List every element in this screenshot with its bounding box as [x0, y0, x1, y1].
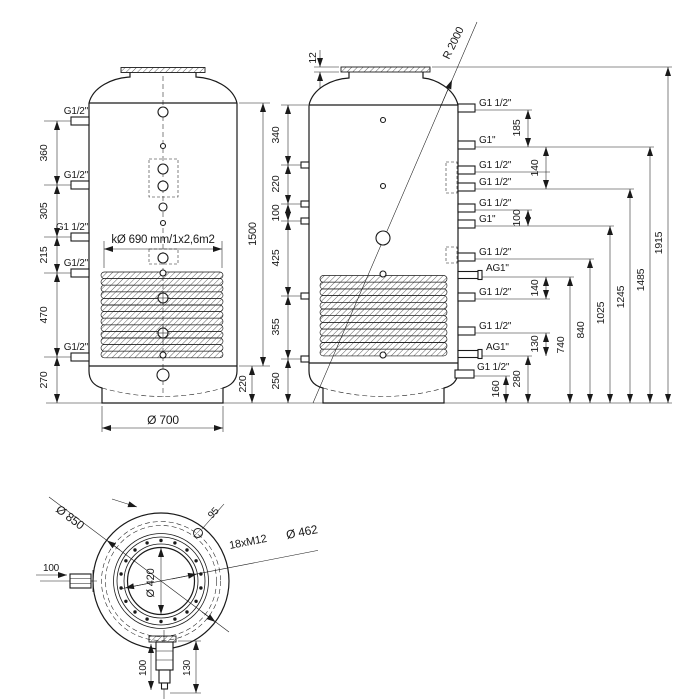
body-circle-dashed — [101, 521, 221, 641]
raised-face-circle — [113, 533, 209, 629]
rear-dished-bottom-dashed — [322, 387, 445, 397]
front-dim-470: 470 — [38, 306, 50, 323]
front-dome-right — [195, 72, 238, 104]
front-port-label-5: G1/2" — [64, 342, 89, 353]
radius-arrow — [439, 79, 453, 109]
rear-dim-840: 840 — [575, 321, 587, 338]
rear-dim-1025: 1025 — [595, 301, 607, 324]
rear-top-flange — [340, 66, 431, 73]
front-dim-1500: 1500 — [247, 222, 259, 246]
rear-port-label-5: G1 1/2" — [479, 198, 512, 209]
bottom-dim-95: 95 — [206, 505, 222, 521]
rear-dim-280: 280 — [511, 370, 523, 387]
rear-left-pockets — [300, 161, 310, 363]
front-left-dim-chain — [44, 120, 71, 403]
front-port-label-3: G1 1/2" — [56, 222, 89, 233]
front-left-nozzles — [70, 116, 90, 362]
rear-bottom-head — [308, 370, 459, 404]
rear-port-label-8: AG1" — [486, 263, 509, 274]
rear-port-label-7: G1 1/2" — [479, 247, 512, 258]
flange-diameter-line — [48, 496, 230, 633]
front-sensor-bracket-lower — [148, 248, 179, 265]
front-top-flange — [120, 67, 206, 73]
rear-sensor-bracket-lower — [445, 246, 458, 264]
rear-height-dims — [567, 67, 671, 403]
front-sensor-bracket-upper — [148, 158, 179, 198]
bottom-side-port — [69, 570, 94, 592]
bottom-dim-100-drain: 100 — [138, 659, 149, 676]
rear-dim-355: 355 — [270, 318, 282, 335]
front-dim-220: 220 — [237, 375, 249, 392]
rear-dim-130: 130 — [529, 335, 541, 352]
rear-view: R 2000 12 — [270, 21, 672, 404]
rear-port-label-4: G1 1/2" — [479, 177, 512, 188]
front-port-label-4: G1/2" — [64, 258, 89, 269]
rear-pitch-dims — [503, 110, 549, 403]
rear-dim-1245: 1245 — [615, 285, 627, 308]
front-center-ports — [156, 106, 170, 382]
bottom-dim-100-side: 100 — [43, 563, 60, 574]
front-coil — [100, 271, 224, 359]
rear-dim-100b: 100 — [511, 209, 523, 226]
rear-dim-160: 160 — [490, 380, 502, 397]
rear-dome-right — [422, 72, 459, 106]
rear-dim-12: 12 — [307, 52, 319, 64]
rear-port-label-1: G1 1/2" — [479, 98, 512, 109]
front-view: G1/2" G1/2" G1 1/2" G1/2" G1/2" 360 305 … — [38, 67, 672, 432]
bottom-dim-420: Ø 420 — [145, 568, 157, 597]
rear-dim-740: 740 — [555, 336, 567, 353]
rear-dim-140b: 140 — [529, 279, 541, 296]
offset-leader — [201, 503, 225, 530]
front-bottom-head — [88, 370, 238, 404]
rear-center-ports — [375, 116, 391, 359]
rear-label-shelves — [432, 66, 672, 377]
rear-dim-140a: 140 — [529, 159, 541, 176]
rear-dim-425: 425 — [270, 249, 282, 266]
bottom-bolt-spec: 18xM12 — [228, 533, 268, 552]
rear-coil — [319, 275, 448, 357]
front-port-label-2: G1/2" — [64, 170, 89, 181]
rear-sensor-bracket-upper — [445, 161, 458, 194]
rear-dim-1485: 1485 — [635, 268, 647, 291]
bottom-drain-stub — [148, 630, 177, 699]
body-inner-circle-dashed — [105, 525, 217, 637]
rear-left-dim-chain — [281, 104, 308, 403]
front-dome-left — [88, 72, 131, 104]
rear-port-label-9: G1 1/2" — [479, 287, 512, 298]
bottom-dim-850: Ø 850 — [53, 502, 87, 533]
bottom-view: Ø 850 18xM12 Ø 462 95 Ø 420 100 100 130 — [36, 496, 319, 699]
rear-dim-340: 340 — [270, 126, 282, 143]
offset-hole — [193, 528, 203, 538]
rear-port-label-6: G1" — [479, 214, 496, 225]
front-port-label-1: G1/2" — [64, 106, 89, 117]
front-dished-bottom-dashed — [101, 387, 224, 397]
front-dim-215: 215 — [38, 246, 50, 263]
bolt-circle — [123, 543, 199, 619]
rear-port-label-12: G1 1/2" — [477, 362, 510, 373]
opening-circle — [126, 546, 196, 616]
rear-dim-100: 100 — [270, 204, 282, 221]
rear-dim-220: 220 — [270, 175, 282, 192]
front-dim-diameter: Ø 700 — [147, 413, 179, 427]
front-dim-305: 305 — [38, 202, 50, 219]
direction-arrow — [111, 498, 138, 508]
rear-port-label-2: G1" — [479, 135, 496, 146]
bottom-dim-130-drain: 130 — [182, 659, 193, 676]
rear-right-nozzles — [454, 103, 483, 379]
front-coil-note: kØ 690 mm/1x2,6m2 — [111, 234, 214, 246]
rear-port-label-11: AG1" — [486, 342, 509, 353]
rear-dim-1915: 1915 — [653, 231, 665, 254]
rear-port-label-10: G1 1/2" — [479, 321, 512, 332]
front-dim-270: 270 — [38, 371, 50, 388]
bottom-dim-462: Ø 462 — [285, 522, 319, 542]
rear-dome-left — [308, 72, 350, 106]
rear-port-label-3: G1 1/2" — [479, 160, 512, 171]
front-dim-360: 360 — [38, 144, 50, 161]
rear-dim-185: 185 — [511, 119, 523, 136]
gasket-circle — [116, 536, 206, 626]
rear-dim-250: 250 — [270, 372, 282, 389]
rear-radius-label: R 2000 — [441, 25, 467, 61]
bolt-circle-dim-line — [121, 550, 319, 589]
